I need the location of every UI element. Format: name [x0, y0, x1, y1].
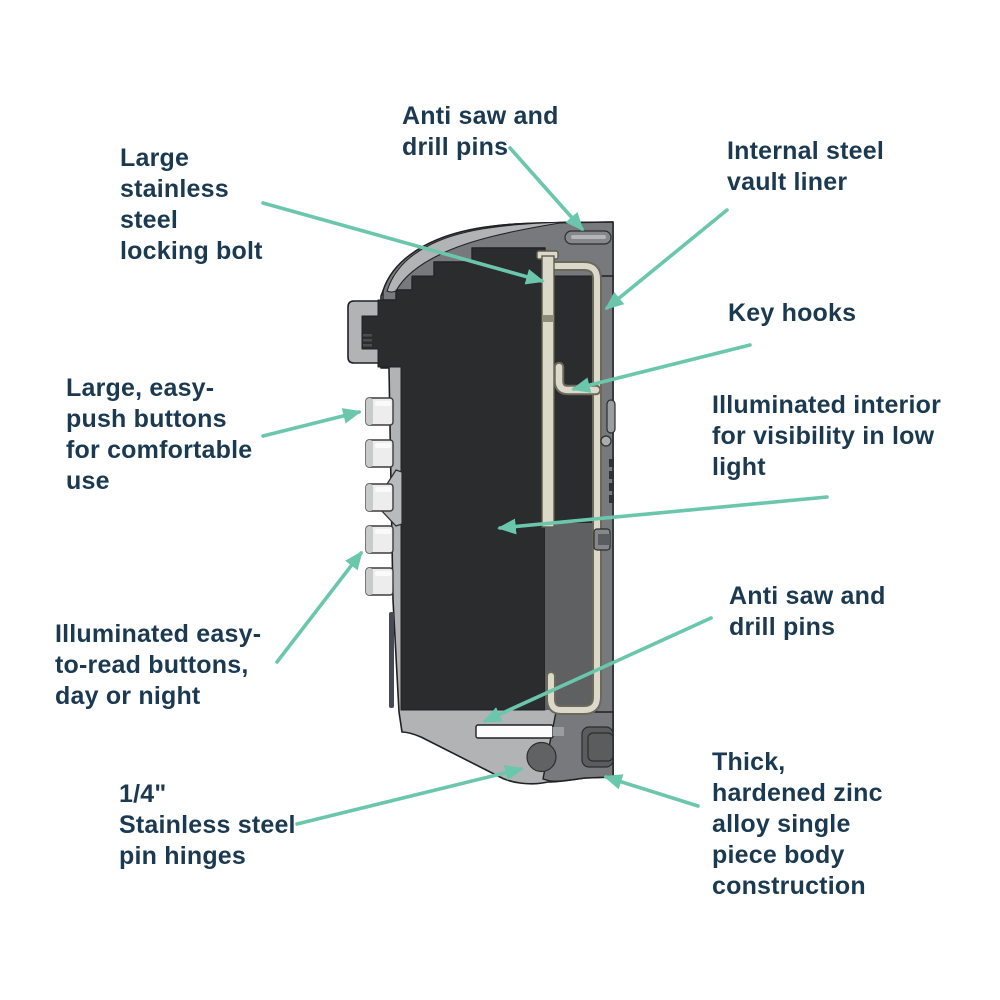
arrow-illuminated-buttons	[275, 550, 363, 664]
anti-saw-pin-bottom	[475, 724, 564, 739]
arrow-anti-saw-bottom	[482, 616, 713, 723]
arrow-anti-saw-top	[508, 146, 584, 232]
steel-vault-liner	[546, 261, 602, 715]
label-key-hooks: Key hooks	[728, 299, 857, 327]
keypad-buttons	[365, 397, 394, 596]
anti-saw-pin-top	[564, 230, 612, 245]
arrow-locking-bolt	[261, 201, 545, 285]
label-internal-steel-vault-liner: Internal steel vault liner	[727, 137, 885, 196]
label-large-locking-bolt: Large stainless steel locking bolt	[120, 144, 263, 265]
arrow-vault-liner	[604, 208, 729, 310]
label-zinc-alloy-body: Thick, hardened zinc alloy single piece …	[712, 748, 883, 900]
push-button	[365, 525, 394, 554]
locking-bolt	[536, 250, 559, 528]
label-stainless-pin-hinges: 1/4" Stainless steel pin hinges	[119, 780, 296, 870]
hinge-pin	[526, 741, 557, 773]
key-hook	[553, 361, 602, 396]
push-button	[365, 439, 394, 468]
arrow-zinc-body	[603, 774, 700, 808]
label-illuminated-interior: Illuminated interior for visibility in l…	[712, 391, 942, 481]
push-button	[365, 567, 394, 596]
label-large-easy-push-buttons: Large, easy- push buttons for comfortabl…	[66, 374, 253, 495]
back-wall-details	[593, 399, 616, 551]
annotation-arrows	[261, 146, 829, 826]
arrow-easy-push-buttons	[261, 408, 362, 438]
arrow-illuminated-interior	[497, 495, 829, 535]
push-button	[365, 483, 394, 512]
foot-recess-inner	[587, 732, 614, 762]
label-anti-saw-pins-top: Anti saw and drill pins	[402, 102, 559, 161]
door-seam	[389, 612, 394, 708]
arrow-pin-hinges	[295, 765, 524, 826]
label-anti-saw-pins-right: Anti saw and drill pins	[729, 582, 886, 641]
arrow-key-hooks	[571, 343, 752, 393]
push-button	[365, 397, 394, 426]
bolt-housing-ticks	[363, 334, 372, 347]
label-illuminated-buttons: Illuminated easy- to-read buttons, day o…	[55, 620, 262, 710]
